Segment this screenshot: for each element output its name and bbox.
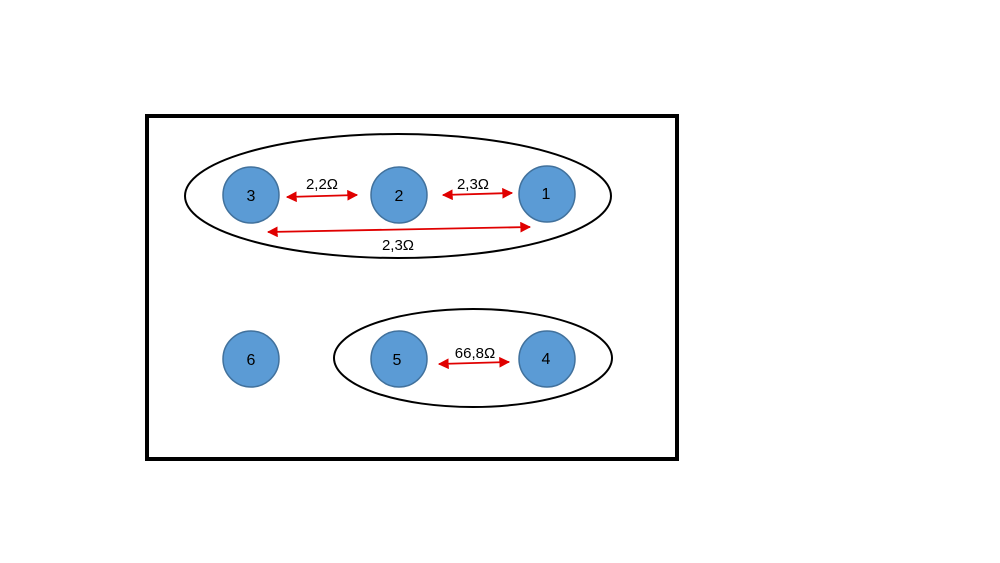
node-2: 2 [370, 166, 428, 224]
node-5-label: 5 [393, 352, 402, 369]
node-1: 1 [518, 165, 576, 223]
node-4-circle [518, 330, 576, 388]
edge-arrow-3-1 [266, 221, 532, 238]
edge-arrow-2-1 [441, 187, 514, 201]
node-1-circle [518, 165, 576, 223]
node-5: 5 [370, 330, 428, 388]
group-ellipse-nodes-4-5 [333, 308, 613, 408]
outer-frame [145, 114, 679, 461]
group-ellipse-nodes-1-2-3 [184, 133, 612, 259]
node-3: 3 [222, 166, 280, 224]
node-2-circle [370, 166, 428, 224]
edge-label-3-1: 2,3Ω [382, 237, 414, 254]
node-3-circle [222, 166, 280, 224]
node-6: 6 [222, 330, 280, 388]
edge-label-5-4: 66,8Ω [455, 345, 495, 362]
node-3-label: 3 [247, 188, 256, 205]
node-6-label: 6 [247, 352, 256, 369]
node-5-circle [370, 330, 428, 388]
edge-arrow-3-2 [285, 189, 359, 203]
node-4: 4 [518, 330, 576, 388]
edge-arrow-5-4 [437, 356, 511, 370]
node-6-circle [222, 330, 280, 388]
node-4-label: 4 [542, 351, 551, 368]
node-2-label: 2 [395, 188, 404, 205]
edge-label-3-2: 2,2Ω [306, 176, 338, 193]
edge-label-2-1: 2,3Ω [457, 176, 489, 193]
node-1-label: 1 [542, 186, 551, 203]
